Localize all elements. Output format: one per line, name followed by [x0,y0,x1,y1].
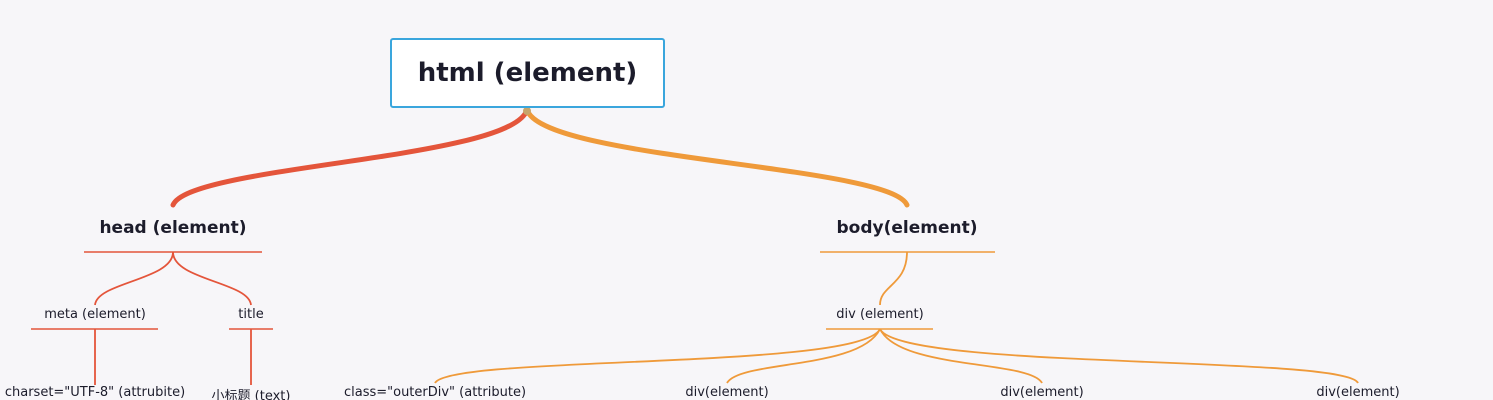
link-head-title [172,251,252,306]
root-junction [523,107,531,115]
node-charset-attr[interactable]: charset="UTF-8" (attrubite) [4,385,186,400]
link-div-child2 [879,328,1043,384]
link-head-meta [94,251,174,306]
link-div-class [434,328,881,384]
node-div-outer[interactable]: div (element) [836,307,924,322]
node-div-child-3[interactable]: div(element) [1316,385,1400,400]
node-title-text[interactable]: 小标题 (text) [211,389,291,400]
node-div-child-2[interactable]: div(element) [1000,385,1084,400]
link-body-div [879,251,908,306]
link-div-child3 [879,328,1359,384]
node-class-attr[interactable]: class="outerDiv" (attribute) [343,385,527,400]
node-head[interactable]: head (element) [99,218,247,238]
link-root-body [524,107,910,208]
link-root-head [170,107,530,208]
node-body[interactable]: body(element) [836,218,978,238]
node-div-child-1[interactable]: div(element) [685,385,769,400]
root-node-html[interactable]: html (element) [390,38,665,108]
node-meta[interactable]: meta (element) [44,307,146,322]
link-div-child1 [726,328,881,384]
node-title[interactable]: title [238,307,264,322]
